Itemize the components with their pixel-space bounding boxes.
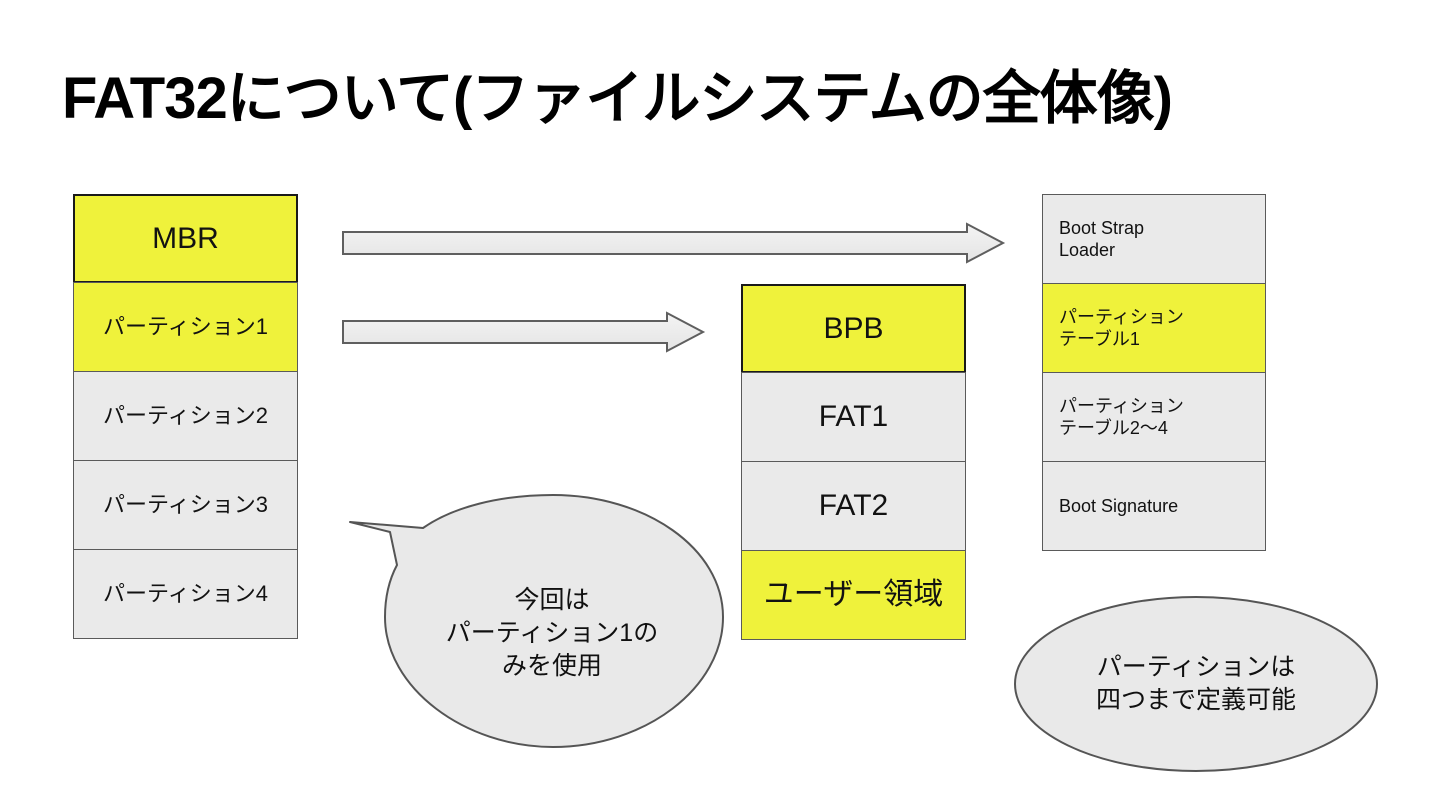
- mbr-row-partition-table-1[interactable]: パーティション テーブル1: [1042, 283, 1266, 373]
- disk-row-partition-3-label: パーティション3: [103, 492, 268, 518]
- callout-partition1-note[interactable]: 今回は パーティション1の みを使用: [345, 492, 725, 757]
- disk-partition-stack: MBR パーティション1 パーティション2 パーティション3 パーティション4: [73, 194, 298, 639]
- partition-row-fat1[interactable]: FAT1: [741, 372, 966, 462]
- arrow-shape: [342, 311, 706, 353]
- arrow-partition1-to-bpb: [342, 311, 706, 353]
- page-title: FAT32について(ファイルシステムの全体像): [62, 66, 1173, 131]
- partition-internal-stack: BPB FAT1 FAT2 ユーザー領域: [741, 284, 966, 640]
- mbr-row-boot-strap-loader[interactable]: Boot Strap Loader: [1042, 194, 1266, 284]
- mbr-row-boot-signature-label: Boot Signature: [1059, 495, 1179, 516]
- mbr-row-boot-strap-loader-label: Boot Strap Loader: [1059, 217, 1145, 261]
- disk-row-partition-2-label: パーティション2: [103, 403, 268, 429]
- mbr-row-partition-table-1-label: パーティション テーブル1: [1059, 306, 1184, 350]
- mbr-row-partition-table-2-4-label: パーティション テーブル2〜4: [1059, 395, 1184, 439]
- ellipse-shape: [1014, 596, 1378, 772]
- partition-row-fat2-label: FAT2: [818, 489, 889, 523]
- callout-partition-limit-note[interactable]: パーティションは 四つまで定義可能: [1013, 595, 1379, 773]
- arrow-mbr-to-mbr-detail: [342, 222, 1006, 264]
- disk-row-partition-4[interactable]: パーティション4: [73, 549, 298, 639]
- mbr-internal-stack: Boot Strap Loader パーティション テーブル1 パーティション …: [1042, 194, 1266, 551]
- partition-row-fat1-label: FAT1: [818, 400, 889, 434]
- disk-row-partition-1[interactable]: パーティション1: [73, 282, 298, 372]
- partition-row-bpb-label: BPB: [823, 311, 884, 345]
- partition-row-fat2[interactable]: FAT2: [741, 461, 966, 551]
- mbr-row-partition-table-2-4[interactable]: パーティション テーブル2〜4: [1042, 372, 1266, 462]
- disk-row-partition-1-label: パーティション1: [103, 314, 268, 340]
- disk-row-mbr[interactable]: MBR: [73, 194, 298, 283]
- disk-row-partition-2[interactable]: パーティション2: [73, 371, 298, 461]
- partition-row-bpb[interactable]: BPB: [741, 284, 966, 373]
- speech-bubble-shape: [349, 494, 724, 748]
- disk-row-partition-3[interactable]: パーティション3: [73, 460, 298, 550]
- partition-row-user-area-label: ユーザー領域: [763, 578, 944, 612]
- partition-row-user-area[interactable]: ユーザー領域: [741, 550, 966, 640]
- mbr-row-boot-signature[interactable]: Boot Signature: [1042, 461, 1266, 551]
- disk-row-mbr-label: MBR: [152, 221, 219, 255]
- disk-row-partition-4-label: パーティション4: [103, 581, 268, 607]
- arrow-shape: [342, 222, 1006, 264]
